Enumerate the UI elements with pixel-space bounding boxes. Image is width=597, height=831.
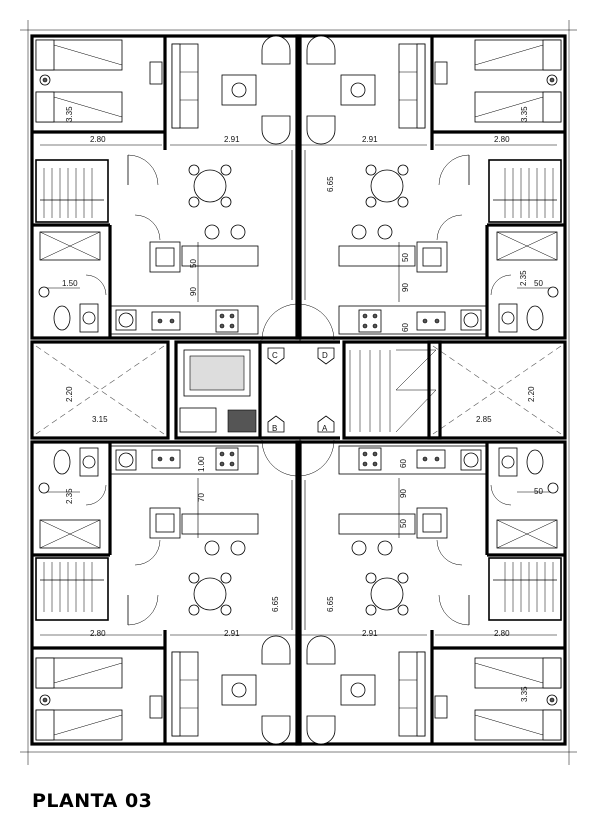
dim-laundry-depth-left: 2.20 (65, 386, 74, 402)
dim-counter-100-bl: 1.00 (197, 456, 206, 472)
dim-bedroom-width-tl: 2.80 (90, 135, 106, 144)
dim-bath-depth-bl: 2.35 (65, 488, 74, 504)
dim-living-depth-bl: 6.65 (271, 596, 280, 612)
dim-living-width-tl: 2.91 (224, 135, 240, 144)
dim-bedroom-width-br: 2.80 (494, 629, 510, 638)
svg-text:B: B (272, 424, 277, 433)
dim-bedroom-width-bl: 2.80 (90, 629, 106, 638)
svg-text:C: C (272, 351, 278, 360)
svg-text:A: A (322, 424, 328, 433)
floor-plan: C D B A 2.80 2.91 2.91 2.80 3.35 3.35 6.… (20, 20, 577, 765)
unit-label-c: C (267, 347, 285, 365)
dim-counter-60-tr: 60 (401, 323, 410, 332)
dim-laundry-depth-right: 2.20 (527, 386, 536, 402)
unit-label-d: D (317, 347, 335, 365)
dim-counter-90-tl: 90 (189, 287, 198, 296)
dim-counter-60-br: 60 (399, 459, 408, 468)
dim-laundry-width-right: 2.85 (476, 415, 492, 424)
dim-counter-70-bl: 70 (197, 493, 206, 502)
plan-title: PLANTA 03 (32, 790, 153, 812)
dim-bedroom-width-tr: 2.80 (494, 135, 510, 144)
svg-text:D: D (322, 351, 328, 360)
dim-counter-50-tr-bath: 50 (534, 279, 543, 288)
dim-bath-width-tl: 1.50 (62, 279, 78, 288)
dim-bedroom-depth-tr: 3.35 (520, 106, 529, 122)
dim-counter-50-br-bath: 50 (534, 487, 543, 496)
dim-laundry-width-left: 3.15 (92, 415, 108, 424)
dim-living-width-br: 2.91 (362, 629, 378, 638)
dim-counter-90-tr: 90 (401, 283, 410, 292)
dim-counter-50-tl: 50 (189, 259, 198, 268)
dim-bedroom-depth-tl: 3.35 (65, 106, 74, 122)
dim-living-depth-top: 6.65 (326, 176, 335, 192)
unit-label-a: A (317, 415, 335, 433)
dim-bath-depth-tr: 2.35 (519, 270, 528, 286)
dim-counter-90-br: 90 (399, 489, 408, 498)
unit-label-b: B (267, 415, 285, 433)
dim-counter-50-br: 50 (399, 519, 408, 528)
dim-living-width-tr: 2.91 (362, 135, 378, 144)
dim-counter-50-tr: 50 (401, 253, 410, 262)
dim-living-depth-br: 6.65 (326, 596, 335, 612)
dim-bedroom-depth-br: 3.35 (520, 686, 529, 702)
dim-living-width-bl: 2.91 (224, 629, 240, 638)
